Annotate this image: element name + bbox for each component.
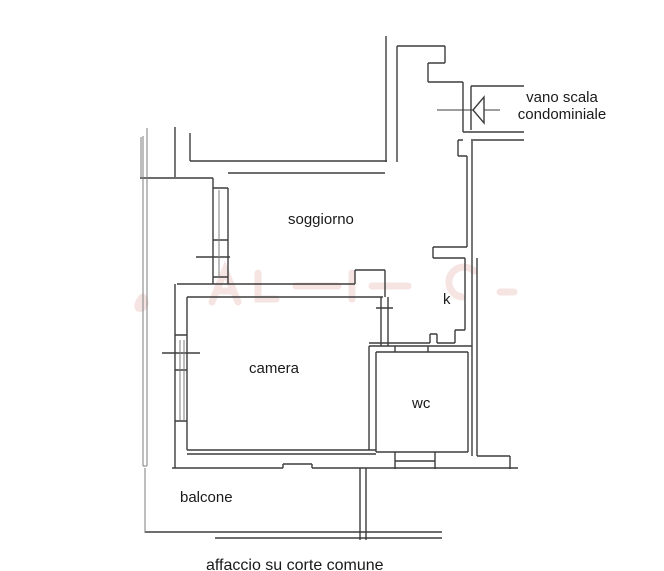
label-balcony: balcone (180, 489, 233, 506)
label-bottom-caption: affaccio su corte comune (206, 557, 384, 571)
wall-bedroom (162, 269, 472, 468)
wall-balcony (145, 455, 518, 540)
walls-main (140, 36, 524, 540)
wall-entry (385, 36, 524, 456)
wall-wc (375, 351, 469, 469)
label-stairwell: vano scala condominiale (506, 89, 618, 123)
label-living-room: soggiorno (288, 211, 354, 228)
wall-top-left (140, 127, 387, 284)
label-stairwell-line1: vano scala (526, 89, 598, 106)
label-bedroom: camera (249, 360, 300, 377)
entry-door-icon (472, 95, 485, 125)
label-wc: wc (412, 395, 431, 412)
label-kitchenette: k (443, 291, 451, 308)
label-stairwell-line2: condominiale (517, 106, 607, 123)
walls-thin (140, 128, 220, 533)
watermark (134, 260, 518, 312)
